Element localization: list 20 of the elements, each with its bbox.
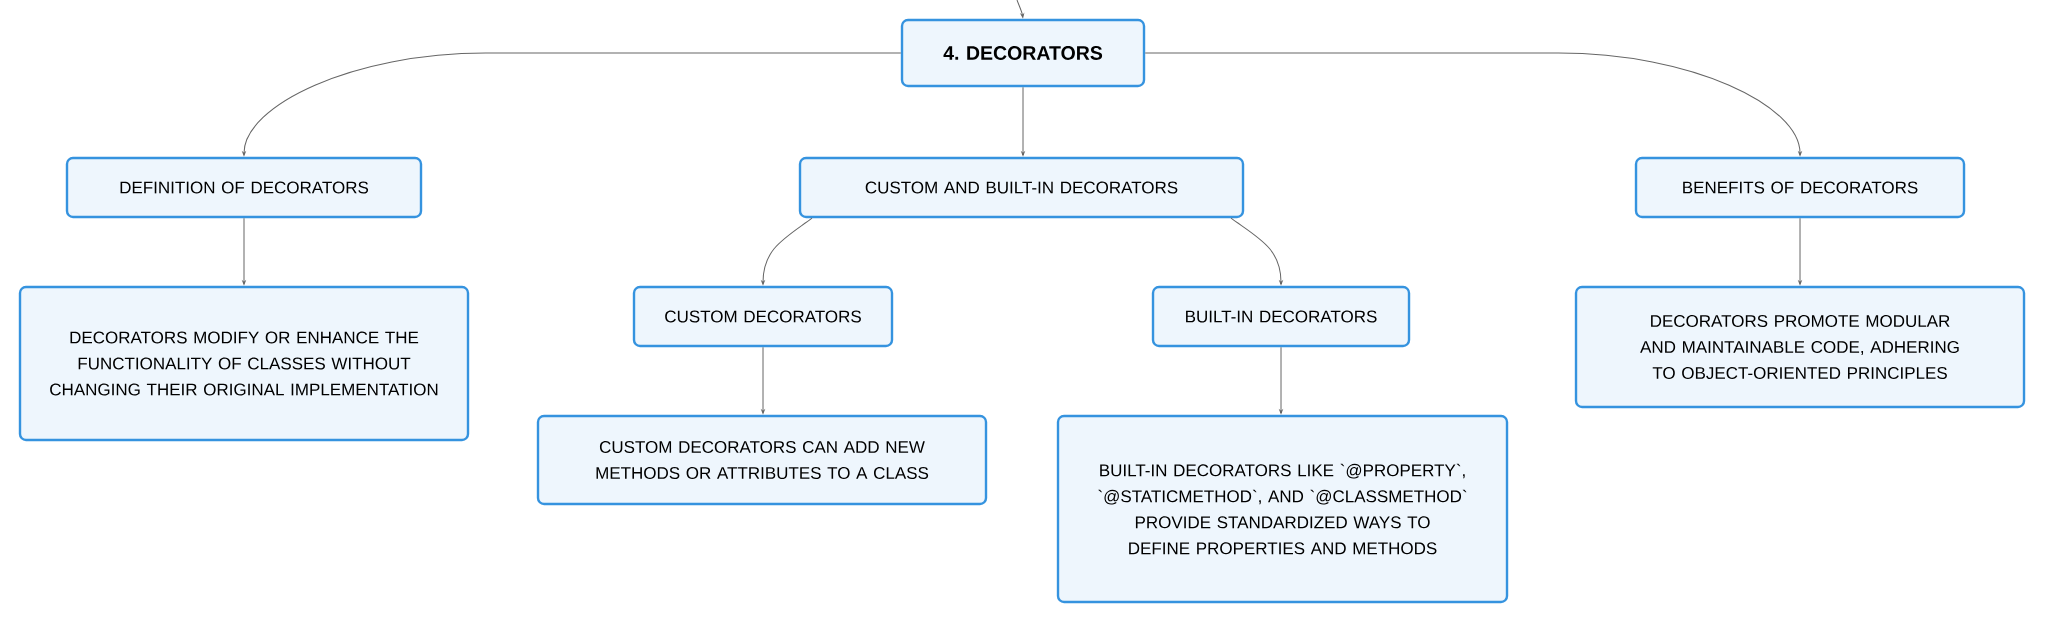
topic-box: 4. DECORATORS bbox=[900, 18, 1146, 88]
connector-arrow bbox=[1144, 52, 1802, 156]
branch-box: CUSTOM DECORATORS bbox=[632, 285, 894, 348]
connector-arrow bbox=[1798, 217, 1802, 285]
branch-box: BUILT-IN DECORATORS bbox=[1151, 285, 1411, 348]
connector-arrow bbox=[242, 217, 246, 285]
arrow bbox=[1016, 0, 1024, 18]
description-box: CUSTOM DECORATORS CAN ADD NEW METHODS OR ATTRIBUTES TO A CLASS bbox=[536, 414, 988, 506]
connector-arrow bbox=[242, 52, 902, 156]
connector-arrow bbox=[1279, 346, 1283, 414]
branch-box: DEFINITION OF DECORATORS bbox=[65, 156, 423, 219]
description-box: BUILT-IN DECORATORS LIKE `@PROPERTY`, `@STATICMETHOD`, AND `@CLASSMETHOD` PROVIDE STANDARDIZED WAYS TO DEFINE PROPERTIES AND METHODS bbox=[1056, 414, 1509, 604]
description-box: DECORATORS MODIFY OR ENHANCE THE FUNCTIONALITY OF CLASSES WITHOUT CHANGING THEIR ORIGINAL IMPLEMENTATION bbox=[18, 285, 470, 442]
connector-arrow bbox=[761, 217, 813, 285]
connector-arrow bbox=[1230, 217, 1283, 285]
connector-arrow bbox=[761, 346, 765, 414]
branch-box: BENEFITS OF DECORATORS bbox=[1634, 156, 1966, 219]
description-box: DECORATORS PROMOTE MODULAR AND MAINTAINABLE CODE, ADHERING TO OBJECT-ORIENTED PRINCIPLES bbox=[1574, 285, 2026, 409]
branch-box: CUSTOM AND BUILT-IN DECORATORS bbox=[798, 156, 1245, 219]
connector-arrow bbox=[1021, 86, 1025, 156]
